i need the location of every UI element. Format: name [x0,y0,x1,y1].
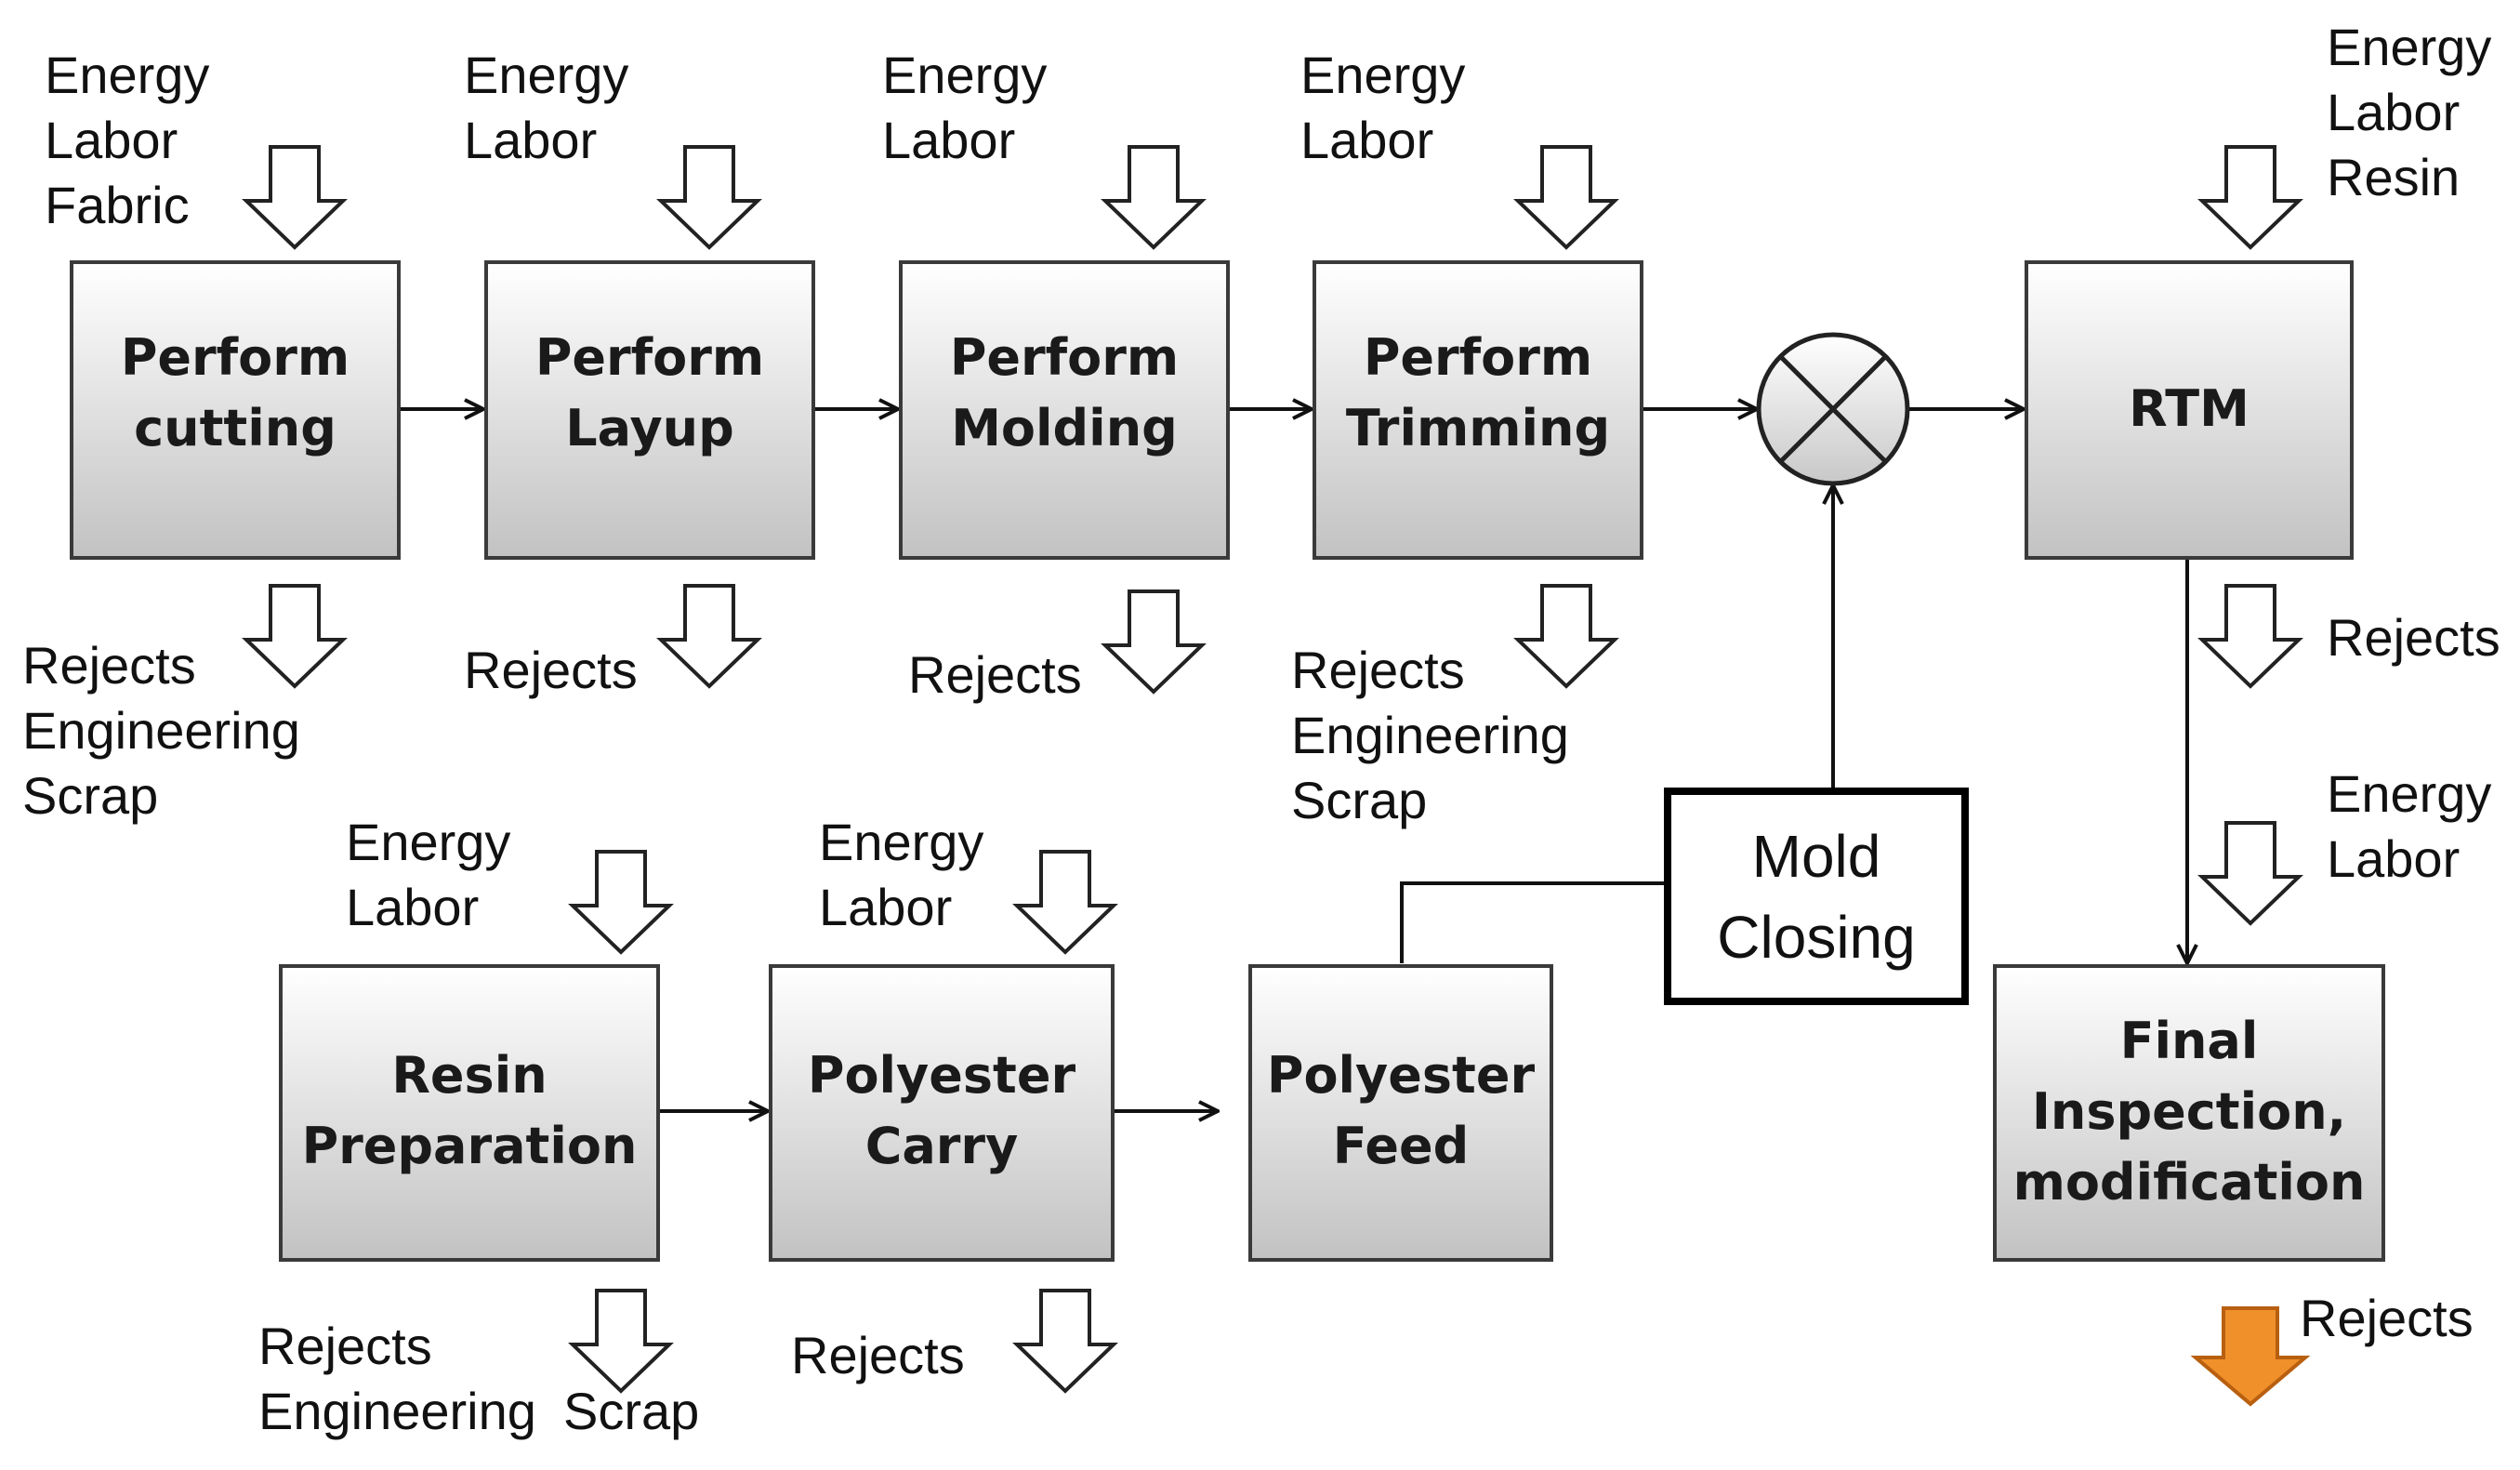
process-box-perform-layup: Perform Layup [484,260,815,560]
hollow-down-arrow-icon [659,145,759,249]
hollow-down-arrow-icon [1015,1289,1115,1393]
output-label-line: Scrap [1291,771,1427,829]
process-label-line: Perform [950,328,1179,387]
output-label-rtm: Rejects [2327,608,2500,667]
process-label-line: Perform [1364,328,1592,387]
process-label-line: Polyester [808,1046,1076,1105]
process-label-line: Layup [565,399,734,457]
hollow-down-arrow-icon [244,145,345,249]
hollow-down-arrow-icon [1516,145,1616,249]
hollow-down-arrow-icon [244,584,345,688]
process-label-line: Final [2120,1012,2259,1070]
output-label-final-inspection: Rejects [2300,1289,2474,1347]
process-label-line: Inspection, [2032,1082,2346,1141]
process-label-line: Closing [1717,904,1915,971]
hollow-down-arrow-icon [2200,821,2301,925]
input-label-line: Fabric [45,176,190,234]
input-label-line: Labor [882,111,1015,169]
output-label-line: Rejects [258,1317,432,1375]
hollow-down-arrow-icon [1015,850,1115,954]
process-box-mold-closing: Mold Closing [1664,788,1969,1005]
output-label-line: Engineering [22,701,300,760]
orange-down-arrow-icon [2190,1306,2311,1407]
hollow-down-arrow-icon [659,584,759,688]
process-box-rtm: RTM [2025,260,2354,560]
output-label-layup: Rejects [464,641,638,699]
process-label-line: RTM [2129,379,2250,438]
output-label-line: Rejects [908,645,1082,704]
input-label-line: Energy [346,813,510,871]
input-label-cutting: Energy Labor Fabric [45,46,209,234]
output-label-line: Rejects [2300,1289,2474,1347]
input-label-line: Energy [2327,18,2491,76]
input-label-line: Energy [45,46,209,104]
input-label-line: Labor [2327,829,2460,888]
input-label-line: Labor [346,878,479,936]
process-label-line: Mold [1752,823,1881,890]
output-label-line: Engineering [258,1382,536,1440]
process-label-line: Perform [535,328,764,387]
hollow-down-arrow-icon [2200,584,2301,688]
input-label-molding: Energy Labor [882,46,1047,169]
hollow-down-arrow-icon [571,850,671,954]
input-label-line: Energy [882,46,1047,104]
hollow-down-arrow-icon [1516,584,1616,688]
process-label-line: Trimming [1346,399,1610,457]
summing-junction-icon [1756,332,1910,486]
process-box-final-inspection: Final Inspection, modification [1993,964,2385,1262]
input-label-line: Energy [2327,764,2491,823]
input-label-layup: Energy Labor [464,46,628,169]
process-box-polyester-feed: Polyester Feed [1248,964,1553,1262]
process-label-line: modification [2013,1153,2366,1212]
process-box-perform-molding: Perform Molding [899,260,1230,560]
connector-feed-to-mold-closing [1400,881,1668,963]
input-label-line: Labor [45,111,178,169]
process-label-line: Feed [1333,1117,1470,1175]
input-label-line: Energy [1300,46,1465,104]
process-label-line: Carry [865,1117,1019,1175]
input-label-line: Resin [2327,148,2460,206]
input-label-rtm: Energy Labor Resin [2327,18,2491,206]
hollow-down-arrow-icon [1103,589,1204,694]
input-label-line: Labor [1300,111,1433,169]
output-label-resin-preparation: Rejects Engineering Scrap [258,1317,699,1440]
process-label-line: Molding [951,399,1178,457]
process-box-perform-cutting: Perform cutting [70,260,401,560]
output-label-molding: Rejects [908,645,1082,704]
process-label-line: cutting [134,399,336,457]
flow-connectors [399,409,2187,1111]
input-label-line: Energy [464,46,628,104]
hollow-down-arrow-icon [2200,145,2301,249]
input-label-resin-preparation: Energy Labor [346,813,510,936]
hollow-down-arrow-icon [571,1289,671,1393]
output-label-line: Engineering [1291,706,1569,764]
output-label-cutting: Rejects Engineering Scrap [22,636,300,825]
output-label-line: Rejects [464,641,638,699]
process-label-line: Polyester [1267,1046,1536,1105]
input-label-line: Labor [464,111,597,169]
process-box-perform-trimming: Perform Trimming [1313,260,1643,560]
process-label-line: Resin [391,1046,547,1105]
process-label-line: Perform [121,328,350,387]
input-label-final-inspection: Energy Labor [2327,764,2491,888]
output-label-polyester-carry: Rejects [791,1326,965,1384]
process-box-resin-preparation: Resin Preparation [279,964,660,1262]
output-label-trimming: Rejects Engineering Scrap [1291,641,1569,829]
input-label-line: Energy [819,813,983,871]
output-label-line: Rejects [22,636,196,695]
input-label-line: Labor [2327,83,2460,141]
output-label-line: Scrap [22,766,158,825]
input-label-polyester-carry: Energy Labor [819,813,983,936]
output-label-line: Rejects [1291,641,1465,699]
process-label-line: Preparation [302,1117,638,1175]
input-label-trimming: Energy Labor [1300,46,1465,169]
input-label-line: Labor [819,878,952,936]
output-label-line: Rejects [2327,608,2500,667]
process-box-polyester-carry: Polyester Carry [769,964,1115,1262]
hollow-down-arrow-icon [1103,145,1204,249]
output-label-line: Rejects [791,1326,965,1384]
output-label-line: Scrap [563,1382,699,1440]
